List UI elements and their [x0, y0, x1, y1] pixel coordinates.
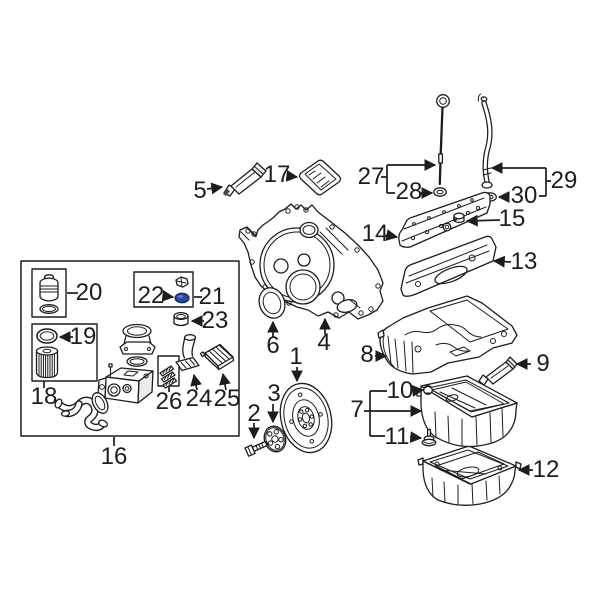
- callout-17[interactable]: 17: [263, 161, 291, 188]
- cap-fitting-15-drawing: [442, 212, 465, 232]
- callout-5[interactable]: 5: [193, 177, 207, 204]
- callout-1[interactable]: 1: [289, 343, 303, 370]
- baffle-plate-14-drawing: [398, 191, 491, 248]
- callout-24[interactable]: 24: [185, 385, 213, 412]
- callout-22[interactable]: 22: [137, 282, 165, 309]
- baffle-plate-13-drawing: [400, 235, 497, 297]
- callout-27[interactable]: 27: [357, 163, 385, 190]
- callout-29[interactable]: 29: [550, 167, 578, 194]
- callout-11[interactable]: 11: [384, 423, 410, 450]
- callout-18[interactable]: 18: [30, 383, 58, 410]
- seal-highlight-sheen: [177, 295, 184, 298]
- lower-oil-pan-drawing: [417, 445, 522, 506]
- seal-cap-drawing: [175, 276, 189, 288]
- drain-plug-drawing: [421, 428, 437, 447]
- oil-pipe-drawing: [54, 396, 109, 432]
- pickup-tube-drawing: [175, 334, 200, 372]
- callout-16[interactable]: 16: [100, 443, 128, 470]
- callout-14[interactable]: 14: [361, 220, 389, 247]
- callout-23[interactable]: 23: [201, 307, 229, 334]
- highlighted-part-21[interactable]: [174, 292, 190, 304]
- callout-4[interactable]: 4: [317, 329, 331, 356]
- callout-13[interactable]: 13: [510, 248, 538, 275]
- cap-23-drawing: [173, 311, 189, 327]
- callout-20[interactable]: 20: [75, 279, 103, 306]
- callout-19[interactable]: 19: [69, 323, 97, 350]
- callout-15[interactable]: 15: [498, 205, 526, 232]
- filter-element-drawing: [35, 346, 59, 379]
- dipstick-drawing: [436, 94, 450, 186]
- oring-19-drawing: [36, 328, 58, 344]
- callout-25[interactable]: 25: [213, 385, 241, 412]
- bolt-set-26-drawing: [159, 365, 178, 389]
- callout-2[interactable]: 2: [247, 400, 261, 427]
- callout-10[interactable]: 10: [386, 377, 414, 404]
- dipstick-tube-drawing: [477, 93, 493, 189]
- spacer-plate-drawing: [263, 425, 287, 453]
- pump-gasket-drawing: [91, 392, 109, 414]
- highlighted-seal: [174, 292, 190, 304]
- dipstick-grommet-drawing: [433, 187, 447, 197]
- bolt-drawing: [244, 440, 269, 457]
- baffle-25-drawing: [199, 343, 235, 371]
- plug-10-drawing: [423, 385, 433, 395]
- callout-8[interactable]: 8: [360, 341, 374, 368]
- callout-7[interactable]: 7: [350, 396, 364, 423]
- callout-30[interactable]: 30: [510, 182, 538, 209]
- callout-lines: [43, 159, 551, 476]
- oil-pump-assembly-drawing: [97, 323, 156, 404]
- callout-12[interactable]: 12: [532, 456, 560, 483]
- gasket-17-drawing: [298, 159, 342, 196]
- callout-9[interactable]: 9: [536, 350, 550, 377]
- callout-28[interactable]: 28: [395, 178, 423, 205]
- callout-3[interactable]: 3: [267, 380, 281, 407]
- filter-cap-drawing: [39, 274, 59, 314]
- crank-seal-drawing: [258, 287, 286, 319]
- sealant-tube-drawing: [223, 162, 267, 197]
- callout-6[interactable]: 6: [266, 332, 280, 359]
- callout-26[interactable]: 26: [155, 388, 183, 415]
- upper-oil-pan-drawing: [377, 295, 518, 375]
- callout-21[interactable]: 21: [198, 283, 226, 310]
- kit-box-16: [20, 260, 240, 437]
- flexplate-drawing: [279, 382, 333, 454]
- sealant-tube-9-drawing: [478, 356, 518, 386]
